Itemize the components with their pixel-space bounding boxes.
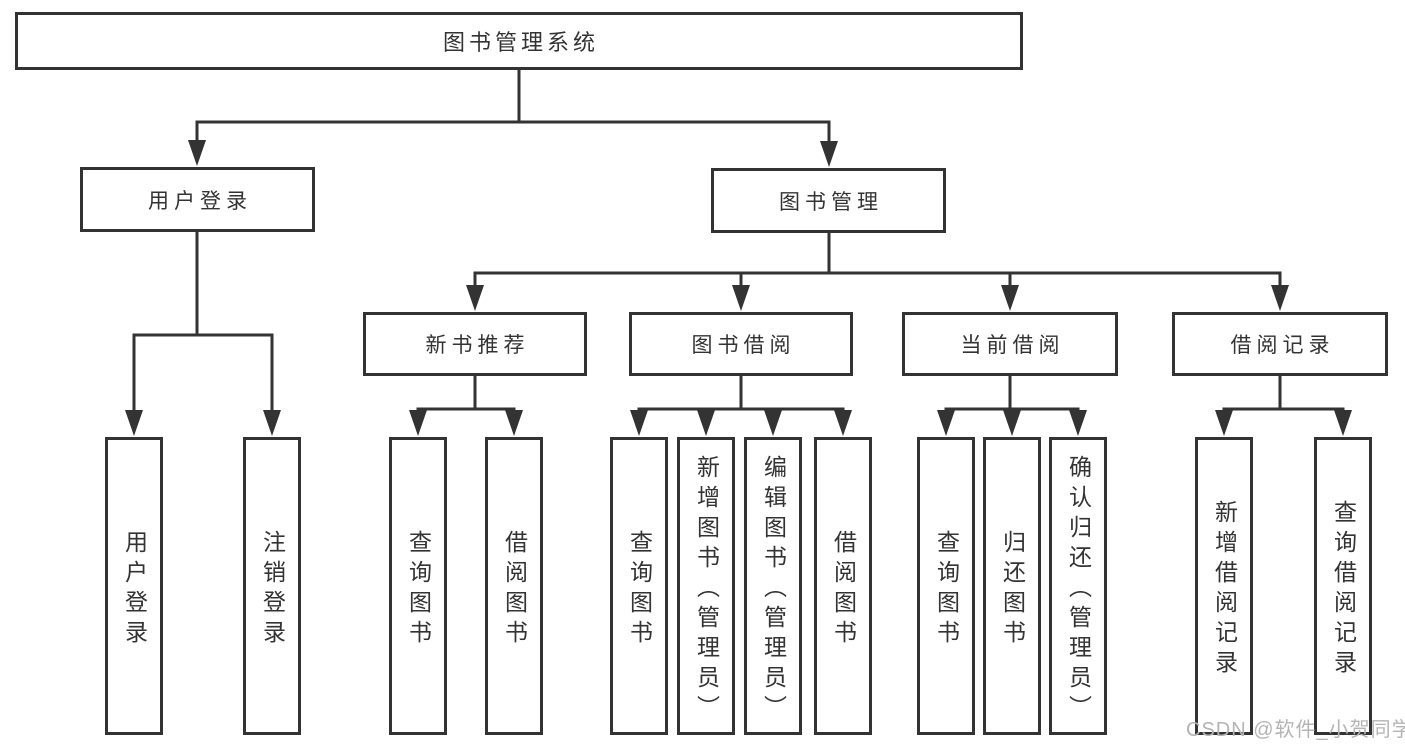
leaf-cb-return-books: 归还图书 xyxy=(983,437,1041,735)
node-new-book-recommend: 新书推荐 xyxy=(363,312,587,376)
leaf-nb-borrow-books-label: 借阅图书 xyxy=(501,529,528,650)
leaf-cb-confirm-return-admin-label: 确认归还（管理员） xyxy=(1065,454,1092,725)
leaf-nb-query-books: 查询图书 xyxy=(389,437,447,735)
leaf-cb-query-books: 查询图书 xyxy=(917,437,975,735)
leaf-br-query-record: 查询借阅记录 xyxy=(1314,437,1372,735)
node-book-borrow: 图书借阅 xyxy=(629,312,853,376)
node-book-management-label: 图书管理 xyxy=(779,190,883,214)
leaf-bb-add-books-admin-label: 新增图书（管理员） xyxy=(693,454,720,725)
node-root-label: 图书管理系统 xyxy=(442,30,599,55)
node-user-login: 用户登录 xyxy=(80,167,315,232)
node-current-borrow-label: 当前借阅 xyxy=(960,334,1065,357)
connector-new-book-children xyxy=(416,374,516,415)
leaf-bb-borrow-books: 借阅图书 xyxy=(814,437,872,735)
leaf-cb-confirm-return-admin: 确认归还（管理员） xyxy=(1049,437,1107,735)
node-new-book-recommend-label: 新书推荐 xyxy=(425,334,530,357)
node-user-login-label: 用户登录 xyxy=(148,189,252,213)
leaf-user-login-label: 用户登录 xyxy=(121,529,148,650)
node-book-borrow-label: 图书借阅 xyxy=(691,334,796,357)
leaf-logout: 注销登录 xyxy=(243,437,301,735)
connector-borrow-records-children xyxy=(1222,374,1345,415)
node-book-management: 图书管理 xyxy=(711,168,946,233)
connector-book-management-children xyxy=(473,231,1282,289)
connector-current-borrow-children xyxy=(944,374,1080,415)
leaf-bb-edit-books-admin: 编辑图书（管理员） xyxy=(744,437,802,735)
leaf-nb-query-books-label: 查询图书 xyxy=(405,529,432,650)
leaf-cb-return-books-label: 归还图书 xyxy=(999,529,1026,650)
leaf-bb-borrow-books-label: 借阅图书 xyxy=(830,529,857,650)
leaf-br-add-record: 新增借阅记录 xyxy=(1195,437,1253,735)
leaf-bb-query-books: 查询图书 xyxy=(610,437,668,735)
leaf-user-login: 用户登录 xyxy=(105,437,163,735)
leaf-cb-query-books-label: 查询图书 xyxy=(933,529,960,650)
leaf-bb-query-books-label: 查询图书 xyxy=(626,529,653,650)
node-current-borrow: 当前借阅 xyxy=(902,312,1118,376)
connector-root-to-level2 xyxy=(195,68,831,145)
leaf-bb-edit-books-admin-label: 编辑图书（管理员） xyxy=(760,454,787,725)
node-root: 图书管理系统 xyxy=(15,12,1023,70)
leaf-logout-label: 注销登录 xyxy=(259,529,286,650)
leaf-nb-borrow-books: 借阅图书 xyxy=(485,437,543,735)
leaf-bb-add-books-admin: 新增图书（管理员） xyxy=(677,437,735,735)
connector-user-login-children xyxy=(132,230,274,414)
leaf-br-query-record-label: 查询借阅记录 xyxy=(1330,499,1357,680)
node-borrow-records: 借阅记录 xyxy=(1172,312,1388,376)
watermark: CSDN @软件_小贺同学 xyxy=(1186,719,1405,741)
connector-book-borrow-children xyxy=(637,374,845,415)
leaf-br-add-record-label: 新增借阅记录 xyxy=(1211,499,1238,680)
node-borrow-records-label: 借阅记录 xyxy=(1230,334,1335,357)
